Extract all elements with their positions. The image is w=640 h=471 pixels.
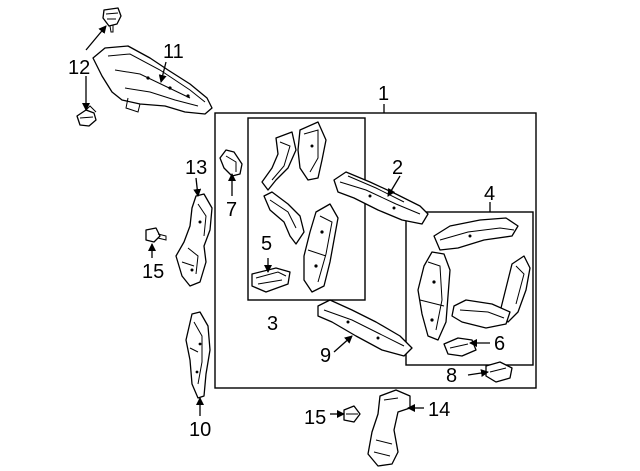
part-8-small-bracket[interactable] bbox=[485, 361, 513, 383]
callout-13: 13 bbox=[185, 157, 207, 179]
callout-8: 8 bbox=[446, 365, 457, 387]
part-3-upper-left-stamping[interactable] bbox=[261, 131, 297, 191]
callout-14: 14 bbox=[428, 399, 450, 421]
part-9-lower-crossmember[interactable] bbox=[317, 299, 413, 357]
part-7-bracket[interactable] bbox=[219, 149, 243, 177]
callout-3: 3 bbox=[267, 313, 278, 335]
assembly-box-4 bbox=[405, 211, 534, 366]
part-4-lower-bracket[interactable] bbox=[451, 299, 511, 329]
callout-1: 1 bbox=[378, 83, 389, 105]
callout-15-bottom: 15 bbox=[304, 407, 326, 429]
part-4-left-pillar[interactable] bbox=[417, 251, 451, 341]
part-3-upper-right-stamping[interactable] bbox=[297, 121, 327, 181]
leader-2 bbox=[387, 175, 401, 197]
leader-11 bbox=[158, 61, 167, 83]
part-3-lower-right-stamping[interactable] bbox=[303, 203, 339, 293]
callout-12: 12 bbox=[68, 57, 90, 79]
part-11-upper-bracket[interactable] bbox=[92, 45, 213, 115]
part-4-right-pillar[interactable] bbox=[499, 255, 531, 323]
part-2-crossmember[interactable] bbox=[333, 171, 429, 225]
callout-9: 9 bbox=[320, 345, 331, 367]
part-15-bolt-left[interactable] bbox=[145, 227, 167, 243]
callout-11: 11 bbox=[163, 41, 184, 63]
callout-5: 5 bbox=[261, 233, 272, 255]
part-12-clip-upper[interactable] bbox=[102, 7, 122, 33]
part-15-bolt-bottom[interactable] bbox=[343, 405, 361, 423]
part-5-bracket-plate[interactable] bbox=[251, 267, 291, 293]
callout-6: 6 bbox=[494, 333, 505, 355]
leader-12-upper bbox=[85, 25, 107, 51]
callout-7: 7 bbox=[226, 199, 237, 221]
assembly-box-3 bbox=[247, 117, 366, 301]
leader-9 bbox=[333, 335, 353, 353]
part-14-air-duct[interactable] bbox=[367, 389, 411, 467]
callout-4: 4 bbox=[484, 183, 495, 205]
leader-8 bbox=[467, 369, 489, 377]
part-13-side-member[interactable] bbox=[175, 193, 213, 287]
callout-15-left: 15 bbox=[142, 261, 164, 283]
callout-2: 2 bbox=[392, 157, 403, 179]
callout-10: 10 bbox=[189, 419, 211, 441]
part-3-lower-left-stamping[interactable] bbox=[263, 191, 305, 245]
part-4-upper-member[interactable] bbox=[433, 217, 519, 251]
part-6-small-bracket[interactable] bbox=[443, 337, 477, 357]
part-10-lower-side-panel[interactable] bbox=[185, 311, 211, 399]
leader-13 bbox=[193, 177, 202, 197]
assembly-box-1 bbox=[214, 112, 537, 389]
